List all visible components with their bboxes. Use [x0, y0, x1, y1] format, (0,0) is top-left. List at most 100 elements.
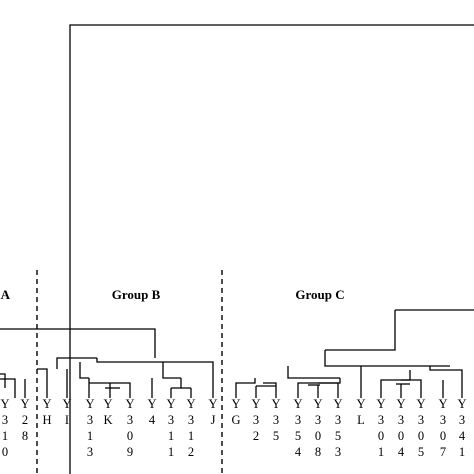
- leaf-label: 3: [335, 413, 341, 427]
- leaf-label: Y: [231, 397, 240, 411]
- leaf-label: 3: [253, 413, 259, 427]
- group-label: Group C: [295, 287, 344, 302]
- leaf-label: 2: [22, 413, 28, 427]
- dendrogram-branch: [287, 366, 340, 379]
- leaf-labels: Y310Y28YHYIY313YKY309Y4Y311Y312YJYGY32Y3…: [0, 397, 466, 459]
- leaf-label: Y: [166, 397, 175, 411]
- leaf-label: 3: [87, 445, 93, 459]
- leaf-label: K: [103, 413, 112, 427]
- leaf-label: G: [231, 413, 240, 427]
- leaf-label: Y: [438, 397, 447, 411]
- leaf-label: Y: [208, 397, 217, 411]
- leaf-label: L: [357, 413, 365, 427]
- leaf-label: Y: [251, 397, 260, 411]
- dendrogram-branch: [235, 378, 256, 398]
- dendrogram-branch: [380, 370, 411, 398]
- dendrogram-branch: [429, 366, 463, 398]
- leaf-label: 5: [295, 429, 301, 443]
- leaf-label: Y: [416, 397, 425, 411]
- leaf-label: 8: [315, 445, 321, 459]
- dendrogram-branch: [79, 362, 89, 379]
- leaf-label: 1: [459, 445, 465, 459]
- leaf-label: 3: [168, 413, 174, 427]
- leaf-label: 1: [168, 429, 174, 443]
- leaf-label: Y: [62, 397, 71, 411]
- leaf-label: 3: [188, 413, 194, 427]
- leaf-label: 1: [87, 429, 93, 443]
- dendrogram-branch: [318, 382, 339, 398]
- leaf-label: 0: [378, 429, 384, 443]
- leaf-label: 5: [273, 429, 279, 443]
- dendrogram-branches: [0, 24, 474, 474]
- leaf-label: 2: [253, 429, 259, 443]
- leaf-label: 1: [188, 429, 194, 443]
- leaf-label: 9: [127, 445, 133, 459]
- dendrogram-branch: [56, 357, 97, 369]
- leaf-label: 3: [335, 445, 341, 459]
- dendrogram-branch: [0, 378, 16, 398]
- leaf-label: 4: [149, 413, 156, 427]
- leaf-label: 5: [335, 429, 341, 443]
- leaf-label: Y: [376, 397, 385, 411]
- leaf-label: 2: [188, 445, 194, 459]
- leaf-label: Y: [20, 397, 29, 411]
- leaf-label: 1: [168, 445, 174, 459]
- leaf-label: Y: [271, 397, 280, 411]
- leaf-label: 3: [378, 413, 384, 427]
- leaf-label: I: [65, 413, 69, 427]
- dendrogram-branch: [0, 373, 6, 388]
- leaf-label: Y: [125, 397, 134, 411]
- leaf-label: Y: [333, 397, 342, 411]
- leaf-label: 3: [127, 413, 133, 427]
- leaf-label: Y: [42, 397, 51, 411]
- leaf-label: Y: [356, 397, 365, 411]
- dendrogram-branch: [297, 378, 341, 398]
- leaf-label: 0: [315, 429, 321, 443]
- leaf-label: 3: [459, 413, 465, 427]
- dendrogram-branch: [96, 358, 214, 398]
- leaf-label: Y: [147, 397, 156, 411]
- leaf-label: 0: [440, 429, 446, 443]
- leaf-label: 5: [418, 445, 424, 459]
- leaf-label: 3: [398, 413, 404, 427]
- dendrogram-branch: [401, 379, 422, 398]
- leaf-label: 3: [2, 413, 8, 427]
- leaf-label: Y: [186, 397, 195, 411]
- leaf-label: Y: [313, 397, 322, 411]
- leaf-label: Y: [103, 397, 112, 411]
- leaf-label: H: [42, 413, 51, 427]
- leaf-label: 4: [398, 445, 405, 459]
- leaf-label: 0: [127, 429, 133, 443]
- leaf-label: 3: [87, 413, 93, 427]
- leaf-label: 3: [440, 413, 446, 427]
- leaf-label: 8: [22, 429, 28, 443]
- dendrogram-branch: [325, 310, 396, 351]
- leaf-label: 0: [418, 429, 424, 443]
- leaf-label: 3: [315, 413, 321, 427]
- leaf-label: 7: [440, 445, 446, 459]
- leaf-label: 4: [459, 429, 466, 443]
- group-label: Group B: [112, 287, 161, 302]
- dendrogram-branch: [89, 382, 131, 398]
- leaf-label: 4: [295, 445, 302, 459]
- group-separators: [36, 270, 223, 474]
- leaf-label: 1: [2, 429, 8, 443]
- leaf-label: 0: [398, 429, 404, 443]
- leaf-label: 3: [295, 413, 301, 427]
- dendrogram-branch: [324, 350, 450, 367]
- leaf-label: Y: [0, 397, 9, 411]
- dendrogram-branch: [162, 362, 181, 379]
- leaf-label: 1: [378, 445, 384, 459]
- dendrogram-branch: [0, 328, 156, 358]
- leaf-label: Y: [396, 397, 405, 411]
- dendrogram-branch: [263, 382, 277, 398]
- leaf-label: Y: [85, 397, 94, 411]
- leaf-label: J: [211, 413, 216, 427]
- dendrogram-branch: [69, 24, 474, 474]
- leaf-label: 3: [273, 413, 279, 427]
- leaf-label: 0: [2, 445, 8, 459]
- leaf-label: Y: [457, 397, 466, 411]
